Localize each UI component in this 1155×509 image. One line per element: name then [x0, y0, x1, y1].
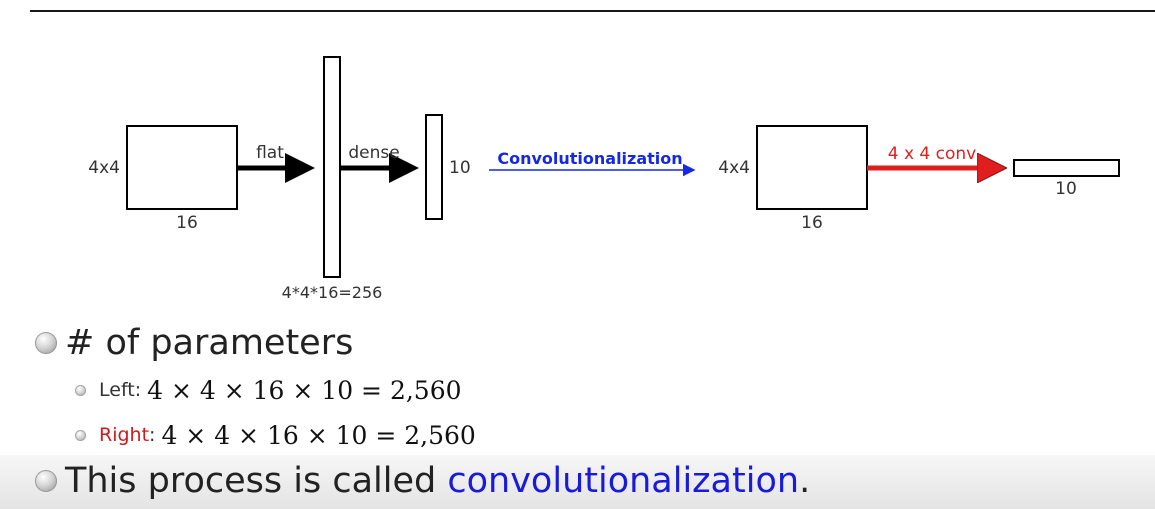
conclusion-prefix: This process is called: [65, 461, 448, 501]
left-input-feature-map: [126, 125, 238, 210]
bullet-icon: [35, 470, 57, 492]
top-rule: [30, 10, 1155, 12]
conv-label: 4 x 4 conv: [888, 144, 977, 164]
sub-bullet-icon: [75, 384, 86, 396]
right-input-feature-map: [756, 125, 868, 210]
right-formula: 4 × 4 × 16 × 10 = 2,560: [161, 420, 476, 450]
left-input-side-label: 4x4: [88, 158, 120, 178]
dense-output-vector: [425, 114, 443, 220]
left-input-bottom-label: 16: [176, 213, 198, 233]
convolutionalization-label: Convolutionalization: [497, 149, 682, 168]
conclusion-item: This process is called convolutionalizat…: [35, 458, 810, 504]
right-input-side-label: 4x4: [718, 158, 750, 178]
dense-output-label: 10: [449, 158, 471, 178]
flattened-vector-label: 4*4*16=256: [282, 283, 383, 302]
params-heading: # of parameters: [65, 323, 354, 363]
colon: :: [149, 424, 156, 446]
conv-output-vector: [1013, 159, 1120, 177]
left-params-item: Left: 4 × 4 × 16 × 10 = 2,560: [75, 374, 462, 406]
flattened-vector: [323, 56, 341, 278]
bottom-band: [0, 455, 1155, 509]
conv-output-label: 10: [1055, 179, 1077, 199]
left-label: Left: [99, 379, 135, 401]
right-input-bottom-label: 16: [801, 213, 823, 233]
sub-bullet-icon: [75, 429, 86, 441]
dense-label: dense: [348, 143, 399, 163]
flat-label: flat: [256, 143, 284, 163]
conclusion-term: convolutionalization: [447, 461, 800, 501]
colon: :: [134, 379, 142, 401]
convolutionalization-diagram: 4x4 16 flat 4*4*16=256 dense 10 Convolut…: [88, 56, 1120, 302]
bullet-icon: [35, 332, 57, 354]
params-heading-item: # of parameters: [35, 320, 353, 366]
conclusion-suffix: .: [799, 461, 811, 501]
left-formula: 4 × 4 × 16 × 10 = 2,560: [147, 375, 462, 405]
right-label: Right: [99, 424, 150, 446]
right-params-item: Right: 4 × 4 × 16 × 10 = 2,560: [75, 419, 476, 451]
